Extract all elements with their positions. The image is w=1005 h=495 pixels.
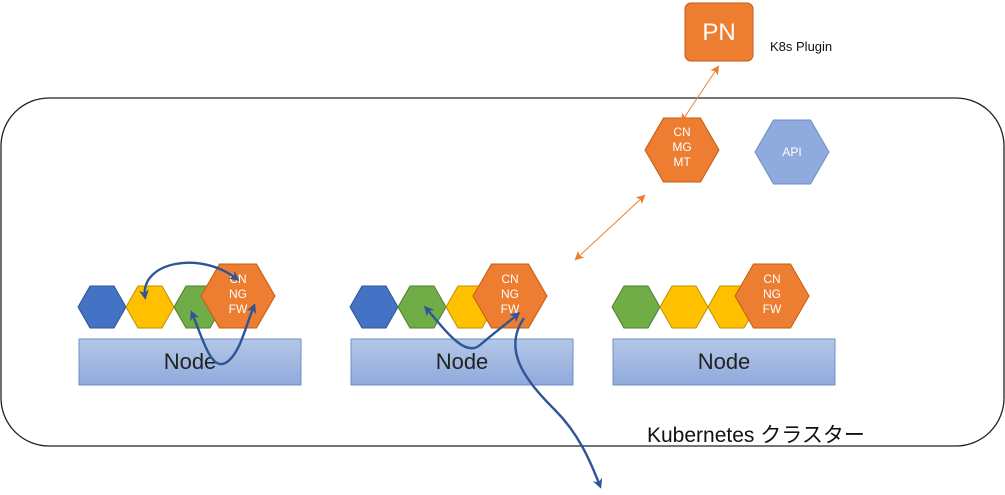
cn-ngfw-hex <box>734 263 810 329</box>
cn-mgmt-hex <box>644 117 720 183</box>
api-hex <box>754 119 830 185</box>
cluster-caption: Kubernetes クラスター <box>647 424 865 447</box>
cn-ngfw-label: NG <box>229 287 247 301</box>
cn-ngfw-label: CN <box>501 272 518 286</box>
cn-mgmt-label: MT <box>673 155 691 169</box>
cn-ngfw-label: FW <box>229 302 248 316</box>
cn-mgmt-label: MG <box>672 140 691 154</box>
plugin-box <box>684 2 754 62</box>
cn-mgmt-label: CN <box>673 125 690 139</box>
node-label: Node <box>436 349 489 374</box>
traffic-arrow-green-to-fw-node2 <box>424 305 521 350</box>
traffic-arrow-egress <box>514 317 603 489</box>
traffic-arrow-green-to-fw <box>190 303 256 366</box>
cn-ngfw-label: NG <box>501 287 519 301</box>
mgmt-to-firewall-arrow <box>574 194 646 261</box>
traffic-arrow-yellow-to-fw <box>139 261 240 300</box>
pn-to-mgmt-arrow <box>680 65 720 123</box>
node-box <box>612 338 836 386</box>
plugin-caption: K8s Plugin <box>770 39 832 54</box>
cn-ngfw-label: FW <box>763 302 782 316</box>
api-label: API <box>782 145 801 159</box>
node-box <box>78 338 302 386</box>
node-label: Node <box>698 349 751 374</box>
plugin-label: PN <box>702 19 735 46</box>
cn-ngfw-label: CN <box>763 272 780 286</box>
cn-ngfw-label: NG <box>763 287 781 301</box>
node-box <box>350 338 574 386</box>
